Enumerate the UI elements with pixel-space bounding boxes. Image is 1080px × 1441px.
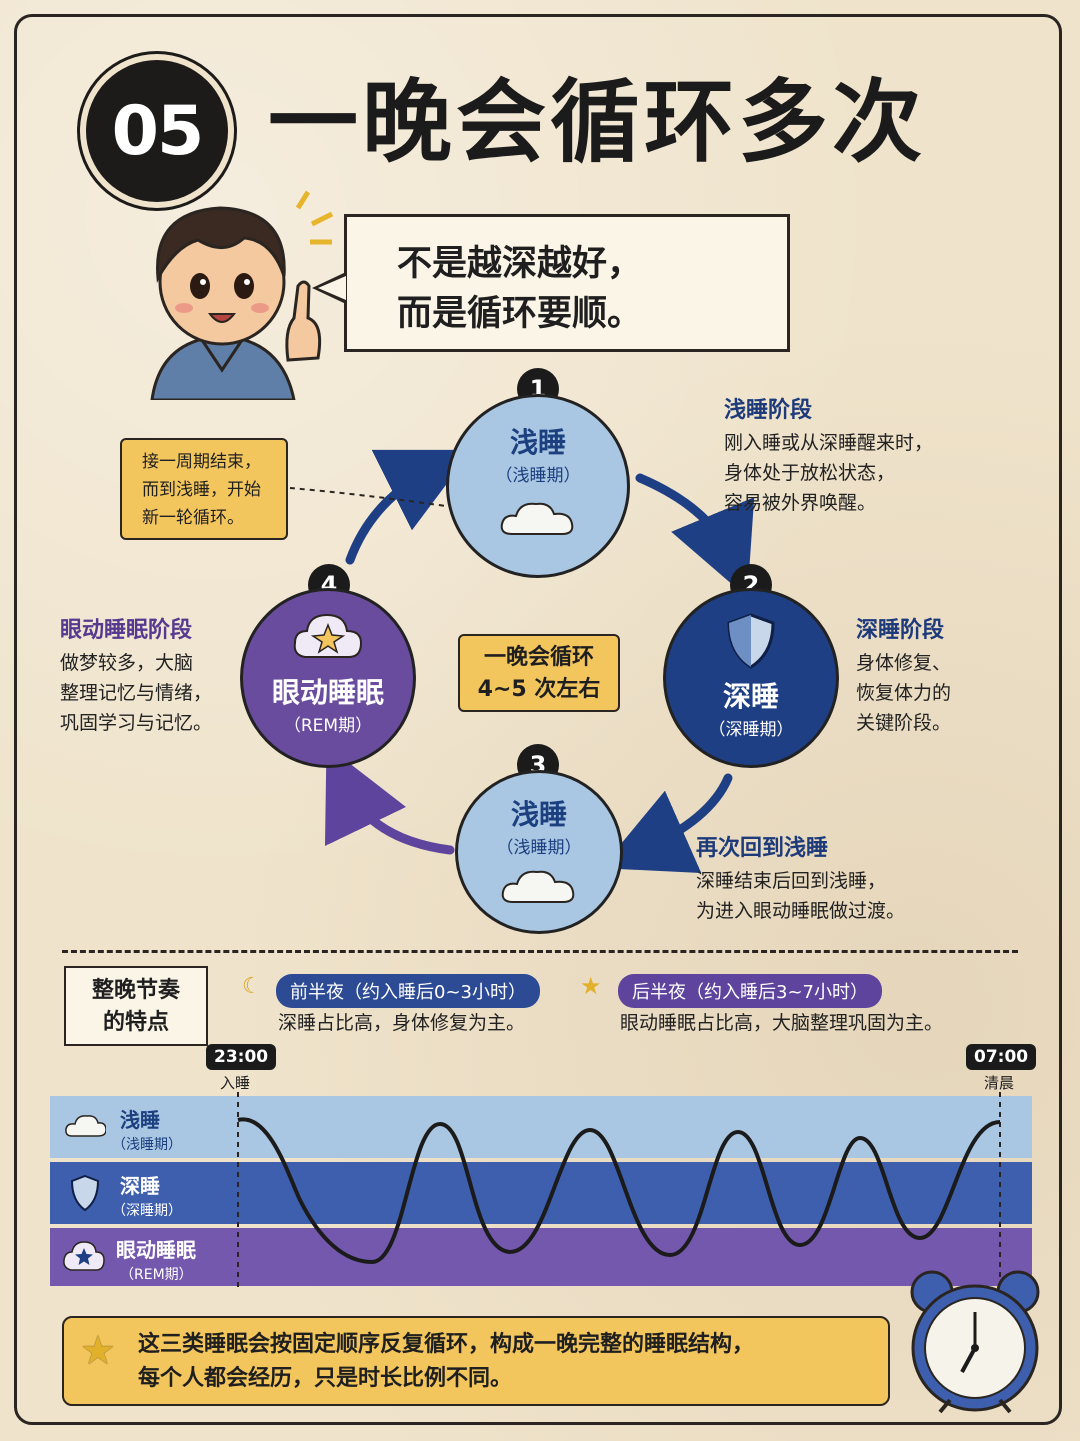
- cloud-icon: [501, 870, 575, 903]
- light-stage-line: 身体处于放松状态，: [724, 462, 896, 484]
- speech-line-2: 而是循环要顺。: [397, 294, 643, 334]
- cloud-icon: [500, 502, 574, 535]
- stage-1-sub: （浅睡期）: [495, 466, 581, 486]
- summary-line-2: 每个人都会经历，只是时长比例不同。: [138, 1366, 513, 1391]
- first-half-desc: 深睡占比高，身体修复为主。: [278, 1012, 526, 1034]
- deep-stage-title: 深睡阶段: [856, 618, 945, 643]
- moon-icon: ☾: [242, 974, 262, 999]
- dream-cloud-star-icon: [63, 1241, 105, 1271]
- light-stage-line: 刚入睡或从深睡醒来时，: [724, 432, 934, 454]
- back-to-light-annotation: 再次回到浅睡 深睡结束后回到浅睡， 为进入眼动睡眠做过渡。: [696, 830, 905, 926]
- rem-stage-line: 巩固学习与记忆。: [60, 712, 213, 734]
- speech-line-1: 不是越深越好，: [397, 244, 643, 284]
- rem-stage-line: 做梦较多，大脑: [60, 652, 194, 674]
- back-to-light-title: 再次回到浅睡: [696, 836, 829, 861]
- rem-stage-annotation: 眼动睡眠阶段 做梦较多，大脑 整理记忆与情绪， 巩固学习与记忆。: [60, 612, 212, 738]
- loop-note-line-1: 接一周期结束，: [142, 452, 261, 472]
- rem-stage-line: 整理记忆与情绪，: [60, 682, 213, 704]
- stage-1-name: 浅睡: [509, 426, 566, 459]
- cycle-count-line-2: 4~5 次左右: [477, 677, 601, 702]
- section-divider: [62, 950, 1018, 953]
- shield-icon: [727, 613, 775, 669]
- stage-4-sub: （REM期）: [283, 716, 373, 736]
- rhythm-label-line-2: 的特点: [102, 1010, 169, 1035]
- deep-stage-line: 身体修复、: [856, 652, 952, 674]
- deep-stage-annotation: 深睡阶段 身体修复、 恢复体力的 关键阶段。: [856, 612, 951, 738]
- back-to-light-line: 深睡结束后回到浅睡，: [696, 870, 887, 892]
- rhythm-label-line-1: 整晚节奏: [91, 978, 180, 1003]
- band-deep-sub: （深睡期）: [112, 1203, 182, 1219]
- rem-stage-title: 眼动睡眠阶段: [60, 618, 193, 643]
- cycle-count-note: 一晚会循环 4~5 次左右: [458, 634, 620, 712]
- first-half-pill: 前半夜（约入睡后0~3小时）: [276, 974, 540, 1008]
- cycle-count-line-1: 一晚会循环: [483, 645, 594, 670]
- page-frame: [14, 14, 1062, 1425]
- summary-line-1: 这三类睡眠会按固定顺序反复循环，构成一晚完整的睡眠结构，: [138, 1332, 755, 1357]
- deep-stage-line: 恢复体力的: [856, 682, 952, 704]
- band-light-sub: （浅睡期）: [112, 1137, 182, 1153]
- deep-stage-line: 关键阶段。: [856, 712, 952, 734]
- stage-2-deep-sleep: 深睡 （深睡期）: [663, 588, 839, 768]
- stage-2-name: 深睡: [722, 680, 779, 713]
- band-light: 浅睡 （浅睡期）: [50, 1096, 1032, 1158]
- second-half-desc: 眼动睡眠占比高，大脑整理巩固为主。: [620, 1012, 944, 1034]
- start-time: 23:00: [206, 1044, 277, 1070]
- stage-3-light-sleep: 浅睡 （浅睡期）: [455, 770, 623, 934]
- stage-2-sub: （深睡期）: [708, 720, 794, 740]
- star-icon: ★: [580, 972, 602, 1000]
- speech-bubble: 不是越深越好， 而是循环要顺。: [344, 214, 790, 352]
- summary-note: 这三类睡眠会按固定顺序反复循环，构成一晚完整的睡眠结构， 每个人都会经历，只是时…: [62, 1316, 890, 1406]
- stage-4-name: 眼动睡眠: [271, 676, 384, 709]
- end-label: 清晨: [984, 1074, 1015, 1092]
- light-stage-annotation: 浅睡阶段 刚入睡或从深睡醒来时， 身体处于放松状态， 容易被外界唤醒。: [724, 392, 933, 518]
- speech-bubble-tail-inner: [318, 276, 346, 300]
- second-half-pill: 后半夜（约入睡后3~7小时）: [618, 974, 882, 1008]
- band-deep-name: 深睡: [120, 1174, 160, 1198]
- loop-note-line-2: 而到浅睡，开始: [142, 480, 261, 500]
- stage-1-light-sleep: 浅睡 （浅睡期）: [446, 394, 630, 578]
- band-deep: 深睡 （深睡期）: [50, 1162, 1032, 1224]
- alarm-clock-icon: [910, 1270, 1040, 1414]
- loop-note-line-3: 新一轮循环。: [142, 508, 244, 528]
- stage-3-sub: （浅睡期）: [496, 838, 582, 858]
- light-stage-line: 容易被外界唤醒。: [724, 492, 877, 514]
- band-rem-sub: （REM期）: [120, 1267, 193, 1283]
- dream-cloud-star-icon: [293, 613, 363, 658]
- light-stage-title: 浅睡阶段: [724, 398, 813, 423]
- band-rem-name: 眼动睡眠: [116, 1238, 196, 1262]
- band-rem: 眼动睡眠 （REM期）: [50, 1228, 1032, 1286]
- star-icon: ★: [80, 1328, 116, 1374]
- back-to-light-line: 为进入眼动睡眠做过渡。: [696, 900, 906, 922]
- rhythm-label-box: 整晚节奏 的特点: [64, 966, 208, 1046]
- boy-character-illustration: [150, 190, 334, 400]
- shield-icon: [70, 1174, 100, 1212]
- end-time: 07:00: [966, 1044, 1037, 1070]
- loop-note: 接一周期结束， 而到浅睡，开始 新一轮循环。: [120, 438, 288, 540]
- sleep-stage-bands: 浅睡 （浅睡期） 深睡 （深睡期） 眼动睡眠 （REM期）: [50, 1096, 1032, 1286]
- band-light-name: 浅睡: [120, 1108, 160, 1132]
- page-title: 一晚会循环多次: [268, 70, 926, 175]
- stage-3-name: 浅睡: [510, 798, 567, 831]
- section-number-badge: 05: [86, 60, 228, 202]
- cloud-icon: [65, 1115, 106, 1137]
- start-label: 入睡: [220, 1074, 251, 1092]
- stage-4-rem-sleep: 眼动睡眠 （REM期）: [240, 588, 416, 768]
